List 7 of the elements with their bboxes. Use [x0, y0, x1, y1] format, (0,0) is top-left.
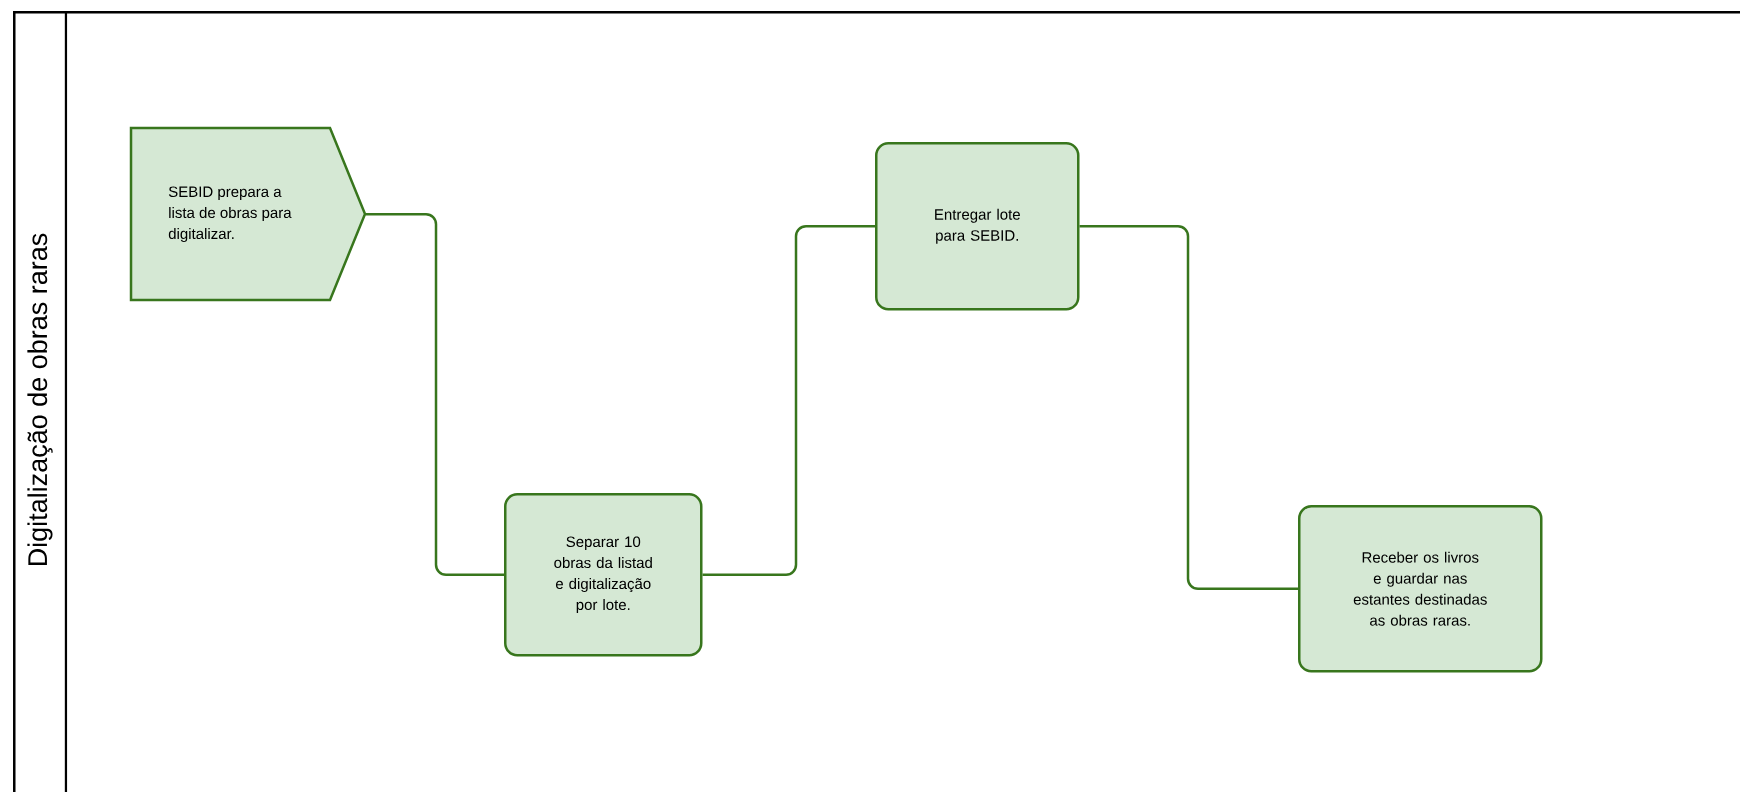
- process-box: Entregar lote para SEBID.: [875, 142, 1080, 311]
- process-box: Receber os livros e guardar nas estantes destinadas as obras raras.: [1298, 505, 1543, 673]
- process-pentagon: SEBID prepara a lista de obras para digitalizar.: [129, 126, 367, 302]
- connector: [702, 225, 875, 576]
- process-box: Separar 10 obras da listad e digitalização por lote.: [504, 493, 703, 657]
- connector: [1079, 225, 1298, 590]
- connector: [365, 212, 504, 576]
